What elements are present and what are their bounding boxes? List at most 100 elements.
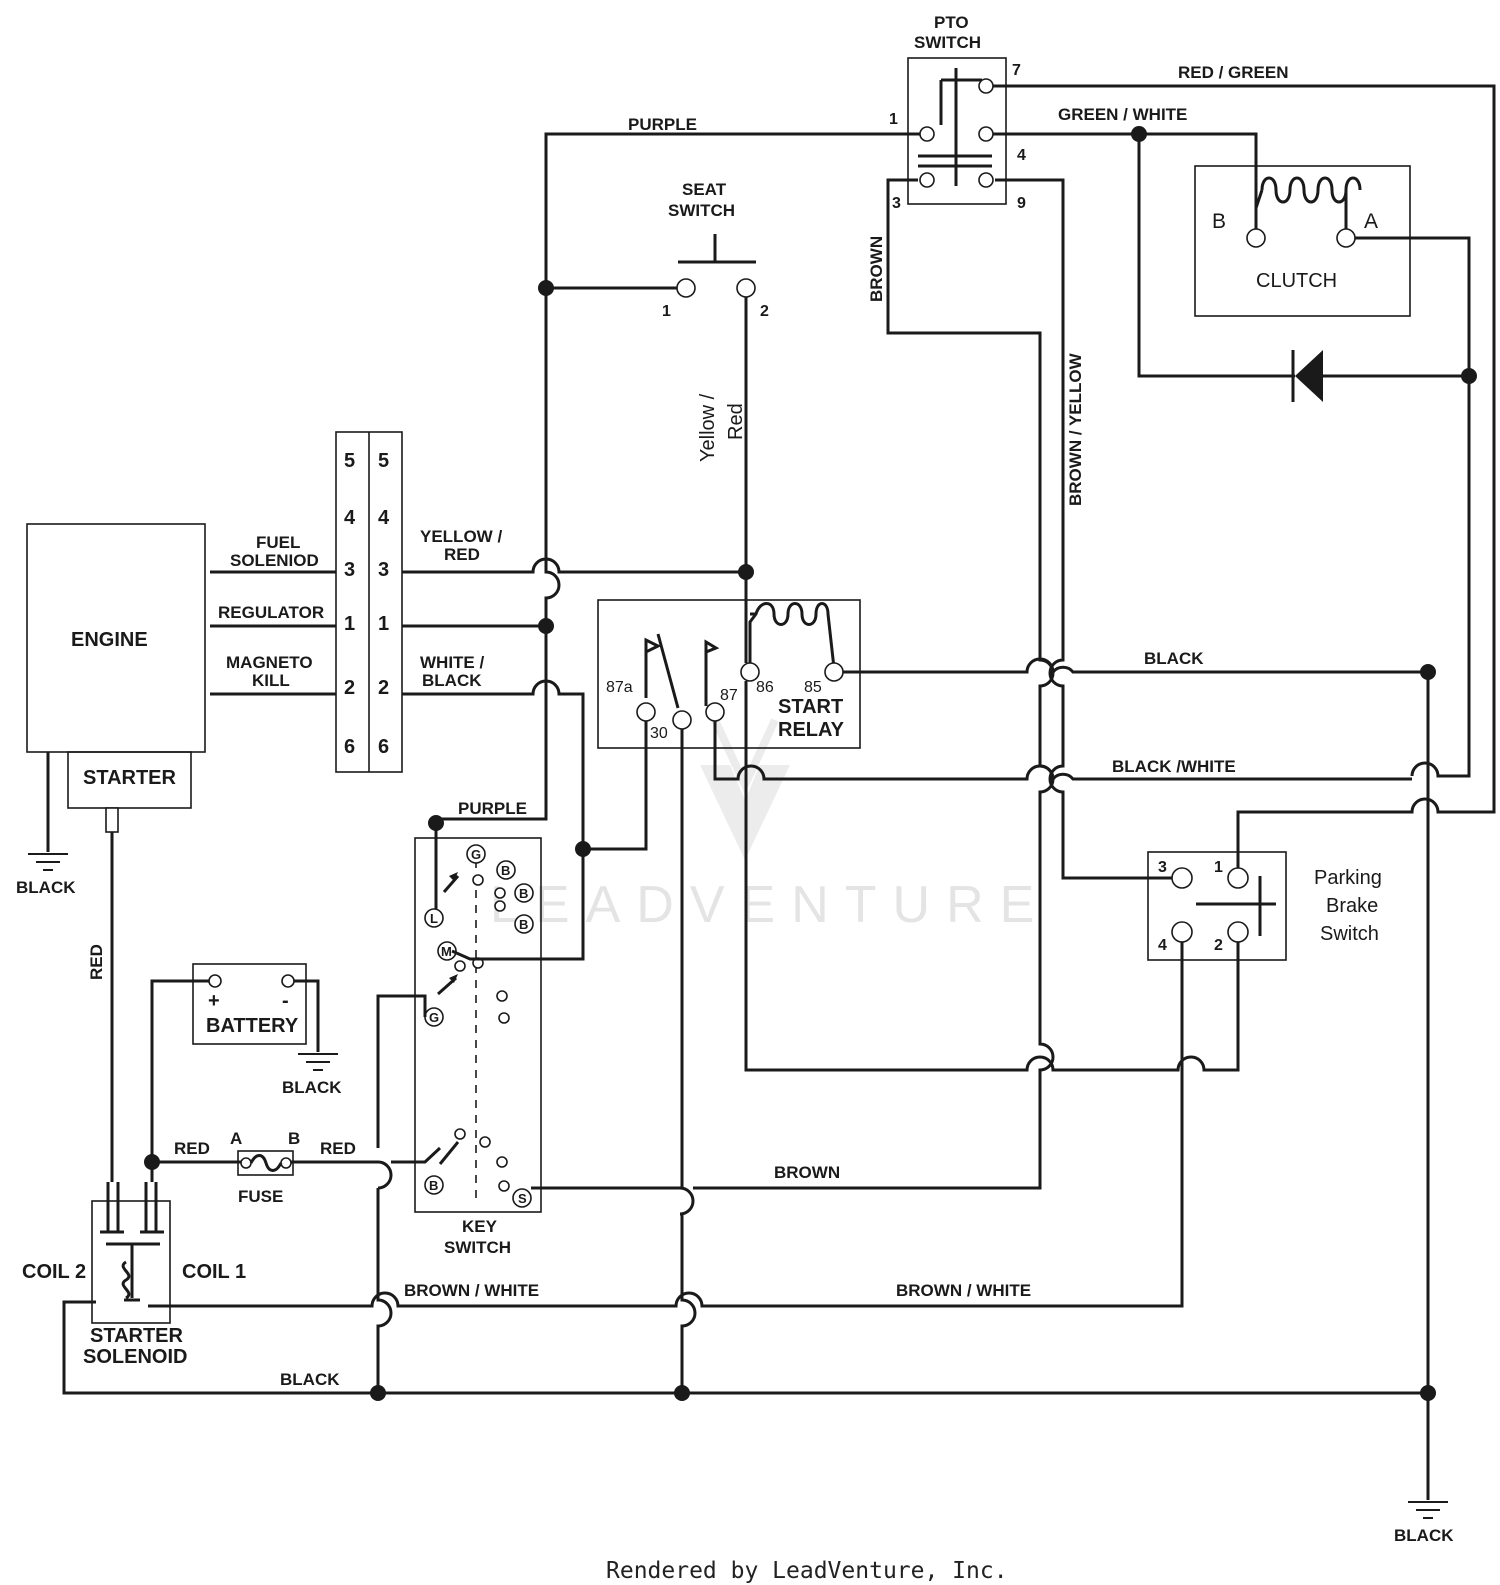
brake-pin-label: 1	[1214, 859, 1223, 876]
wire-label-brown-yellow: BROWN / YELLOW	[1066, 352, 1085, 506]
pto-pin-label: 3	[892, 195, 901, 212]
wire-label-black: BLACK	[1144, 649, 1204, 668]
key-pin-label: B	[519, 917, 528, 932]
parking-brake-switch: 3 1 4 2 Parking Brake Switch	[1147, 851, 1382, 961]
engine-component: ENGINE	[26, 523, 206, 753]
wire-label-magneto-kill: MAGNETO	[226, 653, 313, 672]
fuse-b-label: B	[288, 1129, 300, 1148]
diode	[1291, 350, 1323, 402]
watermark-text: LEADVENTURE	[490, 876, 1050, 934]
wire-label-purple: PURPLE	[628, 115, 697, 134]
pto-switch-title: SWITCH	[914, 33, 981, 52]
start-relay-title: RELAY	[778, 719, 845, 741]
wire-label-brown: BROWN	[867, 236, 886, 302]
key-pin-label: B	[501, 863, 510, 878]
wire-label-black: BLACK	[282, 1078, 342, 1097]
relay-pin-label: 30	[650, 725, 668, 742]
wire-label-red: RED	[320, 1139, 356, 1158]
connector-block: 5 4 3 1 2 6 5 4 3 1 2 6	[335, 431, 403, 773]
key-pin-label: S	[518, 1191, 527, 1206]
starter-component: STARTER	[67, 751, 192, 833]
connector-left-pin: 5	[344, 450, 355, 472]
connector-right-pin: 5	[378, 450, 389, 472]
connector-left-pin: 3	[344, 559, 355, 581]
wire-label-red-green: RED / GREEN	[1178, 63, 1289, 82]
pto-pin-label: 9	[1017, 195, 1026, 212]
wire-label-yellow-red: RED	[444, 545, 480, 564]
footer-credit: Rendered by LeadVenture, Inc.	[606, 1558, 1008, 1584]
wire-label-yellow-red: Red	[725, 403, 747, 440]
seat-pin-label: 1	[662, 303, 671, 320]
wire-label-purple: PURPLE	[458, 799, 527, 818]
start-relay-title: START	[778, 696, 843, 718]
coil-2-label: COIL 2	[22, 1261, 86, 1283]
battery-minus: -	[282, 990, 289, 1012]
wire-label-green-white: GREEN / WHITE	[1058, 105, 1187, 124]
connector-right-pin: 1	[378, 613, 389, 635]
wire-label-black: BLACK	[280, 1370, 340, 1389]
relay-pin-label: 87a	[606, 679, 633, 696]
seat-switch: SEAT SWITCH 1 2	[662, 180, 769, 320]
brake-pin-label: 2	[1214, 937, 1223, 954]
key-pin-label: L	[430, 911, 438, 926]
wire-labels: RED / GREEN PURPLE GREEN / WHITE BROWN B…	[16, 63, 1454, 1545]
seat-pin-label: 2	[760, 303, 769, 320]
key-pin-label: M	[441, 944, 452, 959]
parking-brake-title: Parking	[1314, 867, 1382, 889]
key-pin-label: G	[471, 847, 481, 862]
brake-pin-label: 4	[1158, 937, 1167, 954]
parking-brake-title: Switch	[1320, 923, 1379, 945]
connector-right-pin: 3	[378, 559, 389, 581]
battery-label: BATTERY	[206, 1015, 299, 1037]
wire-label-magneto-kill: KILL	[252, 671, 290, 690]
key-pin-label: G	[429, 1010, 439, 1025]
clutch-a-label: A	[1364, 210, 1378, 233]
connector-left-pin: 6	[344, 736, 355, 758]
starter-solenoid-title: STARTER	[90, 1325, 184, 1347]
connector-right-pin: 6	[378, 736, 389, 758]
starter-label: STARTER	[83, 767, 177, 789]
wire-label-brown-white: BROWN / WHITE	[896, 1281, 1031, 1300]
pto-switch: PTO SWITCH 7 1 4 3 9	[889, 13, 1026, 212]
ground-symbol	[28, 853, 1448, 1519]
clutch-label: CLUTCH	[1256, 270, 1337, 292]
key-switch-title: SWITCH	[444, 1238, 511, 1257]
wire-label-regulator: REGULATOR	[218, 603, 324, 622]
wire-label-fuel-solenoid: SOLENIOD	[230, 551, 319, 570]
fuse-a-label: A	[230, 1129, 242, 1148]
clutch: B A CLUTCH	[1194, 165, 1411, 317]
wire-label-brown: BROWN	[774, 1163, 840, 1182]
wire-label-red: RED	[87, 944, 106, 980]
coil-1-label: COIL 1	[182, 1261, 246, 1283]
connector-right-pin: 2	[378, 677, 389, 699]
wire-label-fuel-solenoid: FUEL	[256, 533, 300, 552]
wires	[46, 84, 1496, 1500]
pto-pin-label: 7	[1012, 62, 1021, 79]
connector-right-pin: 4	[378, 507, 390, 529]
key-pin-label: B	[429, 1178, 438, 1193]
battery: + - BATTERY	[192, 963, 307, 1045]
fuse: A B FUSE	[230, 1129, 300, 1206]
battery-plus: +	[208, 990, 220, 1012]
start-relay: START RELAY 87a 30 87 86 85	[597, 599, 861, 749]
seat-switch-title: SWITCH	[668, 201, 735, 220]
pto-pin-label: 1	[889, 111, 898, 128]
starter-solenoid-title: SOLENOID	[83, 1346, 187, 1368]
pto-pin-label: 4	[1017, 147, 1026, 164]
fuse-label: FUSE	[238, 1187, 283, 1206]
key-switch: KEY SWITCH G B B B L M G B S	[414, 837, 542, 1257]
watermark: LEADVENTURE	[490, 718, 1050, 934]
connector-left-pin: 4	[344, 507, 356, 529]
brake-pin-label: 3	[1158, 859, 1167, 876]
wire-label-yellow-red: Yellow /	[697, 393, 719, 462]
wire-label-white-black: BLACK	[422, 671, 482, 690]
engine-label: ENGINE	[71, 629, 148, 651]
wire-label-yellow-red: YELLOW /	[420, 527, 502, 546]
key-pin-label: B	[519, 886, 528, 901]
relay-pin-label: 87	[720, 687, 738, 704]
clutch-b-label: B	[1212, 210, 1226, 233]
junction-dots	[144, 126, 1477, 1401]
connector-left-pin: 2	[344, 677, 355, 699]
relay-pin-label: 86	[756, 679, 774, 696]
